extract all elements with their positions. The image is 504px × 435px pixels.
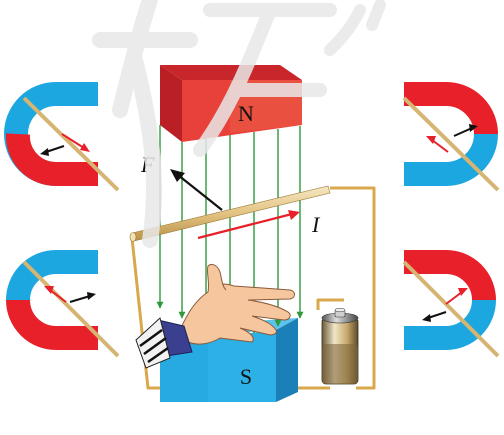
- north-pole-label: N: [238, 101, 254, 126]
- horseshoe-magnet-bottom-right: [404, 262, 498, 356]
- north-block-top: [160, 65, 302, 80]
- current-label: I: [311, 212, 321, 237]
- horseshoe-magnet-top-right: [404, 94, 498, 190]
- hand-thumb: [207, 264, 226, 292]
- force-arrow-small: [422, 312, 446, 322]
- horseshoe-magnet-bottom-left: [18, 262, 118, 356]
- horseshoe-magnet-top-left: [16, 94, 118, 190]
- battery: [322, 308, 358, 384]
- current-arrow-small: [44, 286, 66, 302]
- south-pole-label: S: [240, 364, 252, 389]
- south-block-side: [276, 318, 298, 402]
- current-arrow-small: [446, 288, 468, 304]
- force-arrow-small: [70, 292, 96, 302]
- force-arrow-small: [40, 146, 64, 156]
